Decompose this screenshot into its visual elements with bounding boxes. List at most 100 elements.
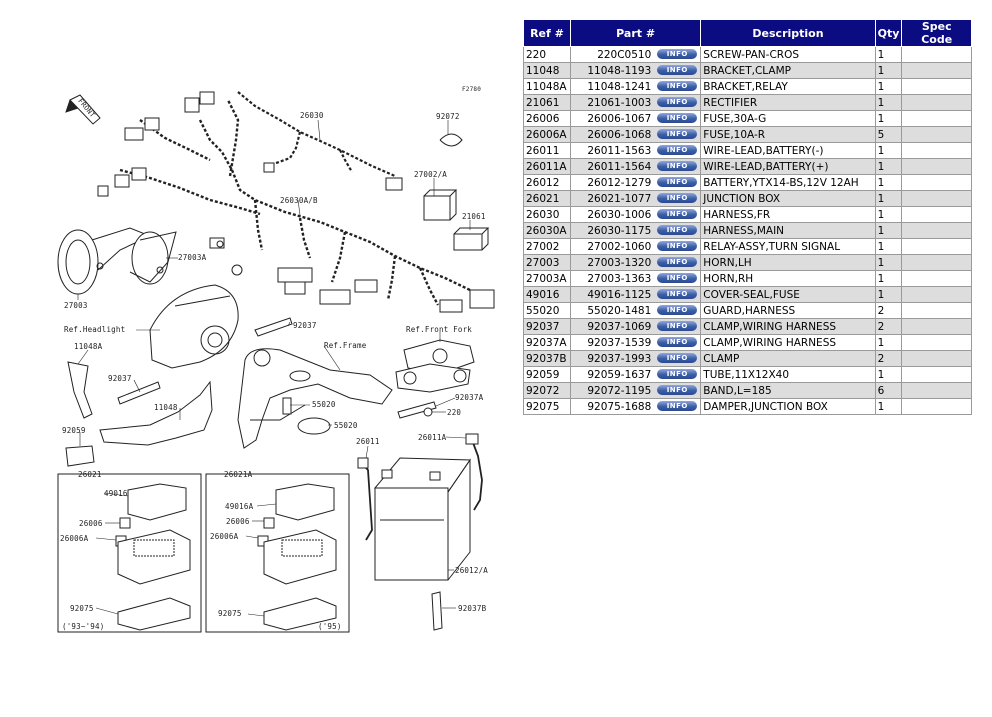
spec-code-cell: [901, 302, 972, 319]
qty-cell: 1: [874, 286, 903, 303]
description-cell: WIRE-LEAD,BATTERY(-): [700, 142, 876, 159]
info-button[interactable]: INFO: [657, 368, 698, 379]
info-button[interactable]: INFO: [657, 240, 698, 251]
ref-cell: 11048: [523, 62, 571, 79]
info-button[interactable]: INFO: [657, 80, 698, 91]
callout-label: 27003A: [178, 253, 207, 262]
ref-code-label: F2780: [462, 86, 482, 93]
horn-lh-icon: [57, 227, 152, 295]
screw-icon: [423, 407, 433, 417]
front-fork-icon: [395, 339, 475, 393]
info-button[interactable]: INFO: [657, 96, 698, 107]
spec-code-cell: [901, 366, 972, 383]
part-number: 92037-1993: [587, 352, 652, 365]
callout-label: 220: [447, 408, 462, 417]
battery-icon: [373, 457, 471, 581]
diagram-drawing: [57, 91, 495, 633]
info-button[interactable]: INFO: [657, 112, 698, 123]
spec-code-cell: [901, 334, 972, 351]
description-cell: RELAY-ASSY,TURN SIGNAL: [700, 238, 876, 255]
info-button[interactable]: INFO: [657, 144, 698, 155]
part-number: 26006-1068: [587, 128, 652, 141]
callout-label: 55020: [312, 400, 336, 409]
qty-cell: 2: [874, 318, 903, 335]
description-cell: HARNESS,FR: [700, 206, 876, 223]
ref-cell: 27002: [523, 238, 571, 255]
info-button[interactable]: INFO: [657, 256, 698, 267]
info-button[interactable]: INFO: [657, 192, 698, 203]
part-cell: 26006-1068 INFO: [569, 126, 702, 143]
info-button[interactable]: INFO: [657, 176, 698, 187]
parts-diagram: FRONT F2780 26030 92072 27002/A 21061 26…: [57, 86, 495, 633]
description-cell: DAMPER,JUNCTION BOX: [700, 398, 876, 415]
callout-label: 26021A: [224, 470, 253, 479]
ref-cell: 27003: [523, 254, 571, 271]
info-button[interactable]: INFO: [657, 288, 698, 299]
part-cell: 26011-1563 INFO: [569, 142, 702, 159]
info-button[interactable]: INFO: [657, 224, 698, 235]
ref-cell: 92037: [523, 318, 571, 335]
junction-box-icon: [257, 483, 337, 631]
part-number: 92037-1539: [587, 336, 652, 349]
clamp-icon: [117, 381, 161, 405]
clamp-icon: [254, 317, 293, 337]
info-button[interactable]: INFO: [657, 352, 698, 363]
column-header-qty[interactable]: Qty: [874, 19, 903, 47]
part-number: 26006-1067: [587, 112, 652, 125]
part-cell: 92037-1539 INFO: [569, 334, 702, 351]
spec-code-cell: [901, 270, 972, 287]
qty-cell: 2: [874, 302, 903, 319]
part-number: 26011-1563: [587, 144, 652, 157]
junction-box-icon: [115, 483, 191, 631]
info-button[interactable]: INFO: [657, 304, 698, 315]
qty-cell: 1: [874, 174, 903, 191]
callout-label: 27002/A: [414, 170, 448, 179]
callout-label: Ref.Front Fork: [406, 325, 473, 334]
info-button[interactable]: INFO: [657, 336, 698, 347]
part-number: 27002-1060: [587, 240, 652, 253]
ref-cell: 92075: [523, 398, 571, 415]
info-button[interactable]: INFO: [657, 400, 698, 411]
frame-icon: [237, 348, 393, 449]
spec-code-cell: [901, 286, 972, 303]
description-cell: BAND,L=185: [700, 382, 876, 399]
info-button[interactable]: INFO: [657, 160, 698, 171]
info-button[interactable]: INFO: [657, 208, 698, 219]
ref-cell: 21061: [523, 94, 571, 111]
part-cell: 92059-1637 INFO: [569, 366, 702, 383]
horn-rh-icon: [129, 231, 177, 285]
part-number: 92059-1637: [587, 368, 652, 381]
description-cell: CLAMP,WIRING HARNESS: [700, 318, 876, 335]
parts-table: Ref # Part # Description Qty Spec Code 2…: [523, 19, 972, 415]
info-button[interactable]: INFO: [657, 64, 698, 75]
spec-code-cell: [901, 78, 972, 95]
part-number: 26012-1279: [587, 176, 652, 189]
column-header-description[interactable]: Description: [700, 19, 876, 47]
column-header-ref[interactable]: Ref #: [523, 19, 571, 47]
info-button[interactable]: INFO: [657, 48, 698, 59]
info-button[interactable]: INFO: [657, 384, 698, 395]
part-number: 26030-1175: [587, 224, 652, 237]
callout-label: ('93~'94): [62, 622, 105, 631]
description-cell: CLAMP: [700, 350, 876, 367]
info-button[interactable]: INFO: [657, 320, 698, 331]
info-button[interactable]: INFO: [657, 128, 698, 139]
column-header-spec-code[interactable]: Spec Code: [901, 19, 972, 47]
column-header-part[interactable]: Part #: [569, 19, 702, 47]
callout-label: 26012/A: [455, 566, 489, 575]
info-button[interactable]: INFO: [657, 272, 698, 283]
qty-cell: 1: [874, 270, 903, 287]
callout-label: 26006: [79, 519, 103, 528]
